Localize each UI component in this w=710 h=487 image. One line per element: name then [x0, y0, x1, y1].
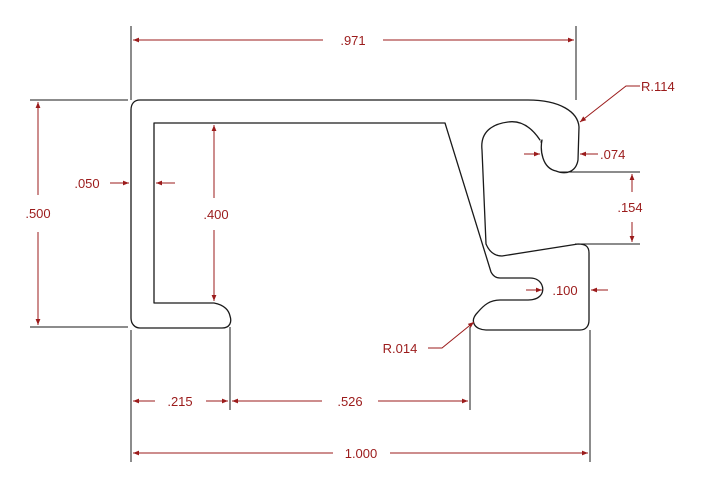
dimension-labels: .971 1.000 .500 .400 .050 .215 .526 R.11…	[25, 33, 674, 461]
label-overall-top: .971	[340, 33, 365, 48]
label-wall: .050	[74, 176, 99, 191]
label-gap: .526	[337, 394, 362, 409]
label-slot: .100	[552, 283, 577, 298]
leader-radius-hook	[579, 85, 640, 123]
outer-contour	[130, 99, 590, 331]
label-inner-height: .400	[203, 207, 228, 222]
label-overall-bottom: 1.000	[345, 446, 378, 461]
leader-radius-slot	[428, 321, 475, 349]
label-left-leg: .215	[167, 394, 192, 409]
extension-lines	[30, 26, 640, 462]
label-height: .500	[25, 206, 50, 221]
label-radius-slot: R.014	[383, 341, 418, 356]
profile-outline	[130, 99, 590, 331]
dimension-lines	[35, 37, 640, 456]
label-radius-hook: R.114	[641, 79, 675, 94]
label-hook-drop: .154	[617, 200, 642, 215]
label-hook-opening: .074	[600, 147, 625, 162]
